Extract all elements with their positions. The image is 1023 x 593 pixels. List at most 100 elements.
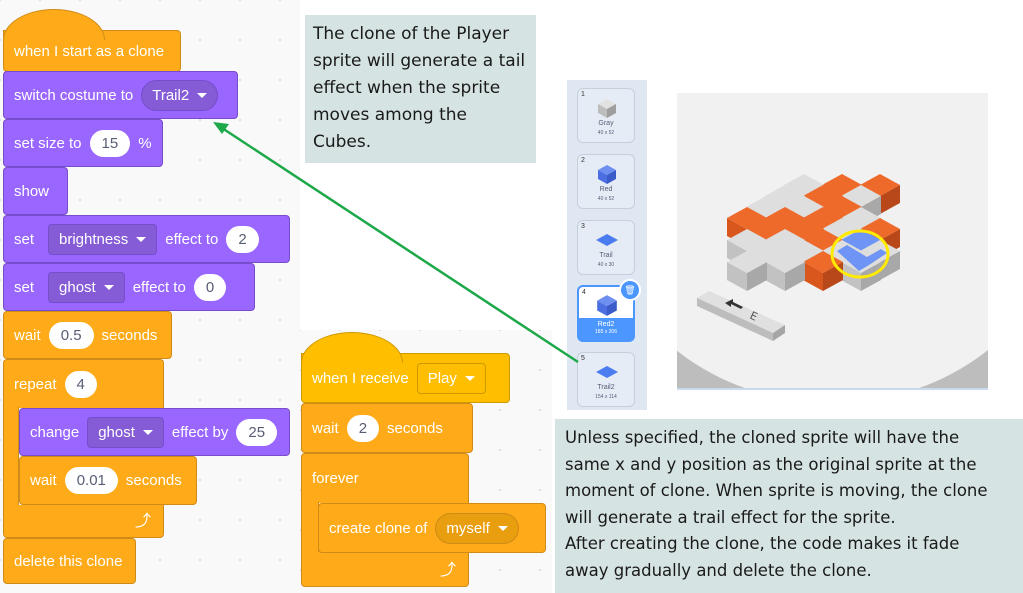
block-change-ghost-effect[interactable]: change ghost effect by 25: [19, 408, 290, 456]
caret-down-icon: [497, 525, 508, 531]
key-hint: E: [697, 291, 785, 341]
message-dropdown[interactable]: Play: [416, 362, 486, 394]
effect-value-input[interactable]: 2: [226, 225, 259, 253]
trash-icon: 🗑: [624, 285, 636, 295]
block-label: wait: [30, 472, 57, 489]
block-label-2: effect to: [132, 278, 186, 296]
wait-seconds-input[interactable]: 0.5: [48, 321, 94, 349]
trail-diamond-icon: [596, 234, 618, 246]
costume-item[interactable]: 3 Trail 40 x 30: [577, 220, 635, 275]
costume-size: 40 x 52: [597, 196, 615, 202]
gray-cube: [727, 251, 767, 291]
note-line: same x and y position as the original sp…: [565, 454, 977, 474]
forever-footer: ⤴: [301, 552, 469, 587]
costume-item-selected[interactable]: 4 Red2 185 x 206 🗑: [577, 279, 641, 342]
block-set-brightness-effect[interactable]: set brightness effect to 2: [3, 215, 290, 263]
forever-header[interactable]: forever: [301, 453, 469, 503]
note-line: moment of clone. When sprite is moving, …: [565, 481, 988, 500]
note-line: will generate a trail effect for the spr…: [565, 507, 896, 527]
costume-item[interactable]: 2 Red 40 x 52: [577, 154, 635, 209]
effect-dropdown[interactable]: ghost: [87, 416, 164, 448]
repeat-count-input[interactable]: 4: [64, 370, 97, 398]
block-wait-inner[interactable]: wait 0.01 seconds: [19, 456, 197, 505]
dropdown-value: brightness: [59, 230, 129, 248]
caret-down-icon: [136, 236, 147, 242]
block-label: wait: [14, 326, 41, 344]
highlight-circle: [830, 229, 890, 279]
costume-number: 3: [581, 223, 585, 230]
blue-cube-icon: [597, 295, 617, 316]
block-label: repeat: [14, 375, 57, 393]
costume-size: 40 x 30: [597, 262, 615, 268]
effect-value-input[interactable]: 25: [236, 418, 278, 446]
costume-item[interactable]: 5 Trail2 154 x 114: [577, 352, 635, 407]
block-switch-costume[interactable]: switch costume to Trail2: [3, 71, 238, 119]
size-input[interactable]: 15: [89, 129, 131, 157]
block-label: set: [14, 278, 35, 296]
hat-when-i-receive[interactable]: when I receive Play: [301, 332, 510, 403]
loop-arrow-icon: ⤴: [134, 513, 151, 530]
block-label: set size to: [14, 134, 82, 152]
key-label: E: [748, 309, 760, 324]
repeat-arm: [3, 407, 19, 507]
block-label: when I receive: [312, 369, 409, 387]
block-label: set: [14, 230, 35, 248]
delete-costume-button[interactable]: 🗑: [619, 279, 641, 301]
caret-down-icon: [103, 284, 114, 290]
stage-preview[interactable]: E: [677, 93, 988, 390]
note-top: The clone of the Player sprite will gene…: [305, 15, 536, 163]
note-top-text: The clone of the Player sprite will gene…: [313, 24, 526, 152]
costume-size: 185 x 206: [595, 329, 617, 335]
blue-cube-icon: [598, 165, 616, 184]
dropdown-value: Trail2: [152, 86, 190, 104]
block-create-clone[interactable]: create clone of myself: [318, 503, 546, 553]
unit-label: seconds: [125, 472, 182, 489]
gray-cube: [765, 251, 805, 291]
costume-number: 5: [581, 355, 585, 362]
trail-diamond-icon: [596, 366, 618, 378]
caret-down-icon: [464, 375, 475, 381]
left-arrow-icon: [725, 299, 743, 309]
clone-target-dropdown[interactable]: myself: [435, 512, 519, 544]
note-line: After creating the clone, the code makes…: [565, 534, 960, 553]
forever-arm: [301, 502, 319, 557]
block-show[interactable]: show: [3, 167, 68, 215]
costume-item[interactable]: 1 Gray 40 x 52: [577, 88, 635, 143]
block-label: forever: [312, 470, 359, 487]
block-label: create clone of: [329, 519, 428, 537]
costume-name: Trail: [599, 252, 613, 259]
costume-number: 2: [581, 157, 585, 164]
block-set-size[interactable]: set size to 15 %: [3, 119, 163, 167]
costume-dropdown[interactable]: Trail2: [141, 79, 219, 111]
repeat-footer: ⤴: [3, 505, 164, 538]
block-label-2: effect by: [171, 423, 229, 441]
block-label: when I start as a clone: [14, 42, 165, 60]
effect-dropdown[interactable]: ghost: [48, 271, 125, 303]
dropdown-value: ghost: [59, 278, 96, 296]
note-line: Unless specified, the cloned sprite will…: [565, 428, 960, 447]
block-delete-this-clone[interactable]: delete this clone: [3, 538, 136, 584]
block-label: wait: [312, 419, 339, 437]
note-line: away gradually and delete the clone.: [565, 560, 872, 580]
effect-dropdown[interactable]: brightness: [48, 223, 158, 255]
block-wait[interactable]: wait 0.5 seconds: [3, 311, 172, 359]
costume-name: Trail2: [597, 384, 615, 391]
effect-value-input[interactable]: 0: [193, 273, 227, 301]
block-label: delete this clone: [14, 552, 123, 570]
unit-label: %: [138, 134, 152, 152]
costume-name: Red: [599, 186, 613, 193]
repeat-header[interactable]: repeat 4: [3, 359, 164, 408]
costume-size: 40 x 52: [597, 130, 615, 136]
block-set-ghost-effect[interactable]: set ghost effect to 0: [3, 263, 255, 311]
dropdown-value: Play: [427, 369, 457, 387]
costume-size: 154 x 114: [595, 394, 617, 400]
unit-label: seconds: [387, 419, 443, 437]
wait-seconds-input[interactable]: 2: [346, 414, 380, 442]
wait-seconds-input[interactable]: 0.01: [64, 467, 118, 494]
costume-name: Gray: [598, 120, 614, 127]
caret-down-icon: [197, 92, 208, 98]
costume-number: 4: [582, 289, 586, 296]
block-label: switch costume to: [14, 86, 134, 104]
hat-when-start-as-clone[interactable]: when I start as a clone: [3, 9, 181, 72]
block-wait[interactable]: wait 2 seconds: [301, 403, 473, 453]
